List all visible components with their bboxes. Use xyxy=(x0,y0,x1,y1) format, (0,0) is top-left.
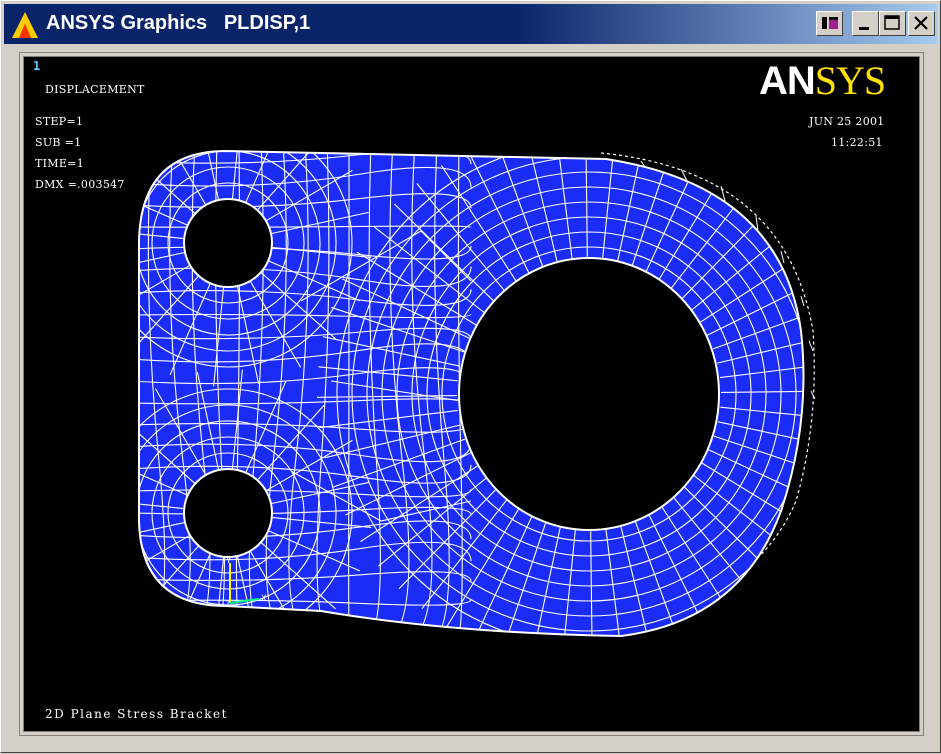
large-hole xyxy=(459,258,719,530)
top-left-hole xyxy=(184,199,272,287)
triad-z-label: Z xyxy=(225,600,231,610)
triad-y-label: Y xyxy=(226,556,232,566)
bottom-left-hole xyxy=(184,469,272,557)
triad-x-label: X xyxy=(261,594,267,604)
